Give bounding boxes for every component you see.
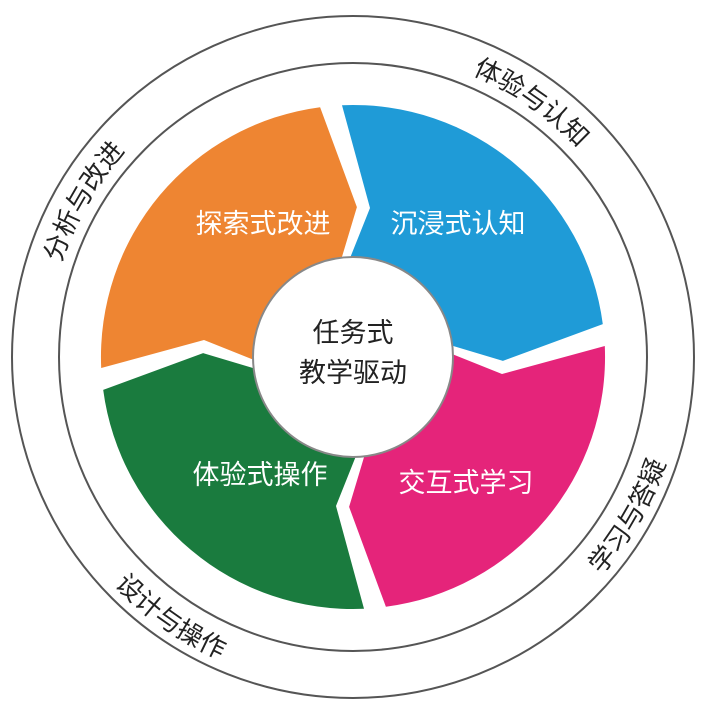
segment-label-interactive: 交互式学习 [399,468,534,499]
ring-label-top-left: 分析与改进 [39,136,131,265]
center-circle [252,256,454,458]
segment-explore-improve [100,107,357,368]
ring-label-bottom-left-text: 设计与操作 [109,569,230,666]
segment-experiential-operation [103,353,364,610]
ring-label-bottom-right: 学习与答疑 [583,455,672,580]
ring-label-bottom-left: 设计与操作 [109,569,230,666]
segment-label-immersive: 沉浸式认知 [391,209,526,240]
inner-ring [58,62,648,652]
segment-label-experiential: 体验式操作 [193,460,328,491]
segment-immersive-cognition [342,104,603,361]
ring-label-top-right: 体验与认知 [469,53,594,153]
center-title-line2: 教学驱动 [299,358,407,389]
ring-label-top-right-text: 体验与认知 [469,53,594,153]
segment-label-explore: 探索式改进 [196,209,331,240]
ring-label-bottom-right-text: 学习与答疑 [583,455,672,580]
outer-ring [11,15,695,699]
ring-label-top-left-text: 分析与改进 [39,136,131,265]
center-title-line1: 任务式 [313,318,394,349]
segment-interactive-learning [349,346,606,607]
